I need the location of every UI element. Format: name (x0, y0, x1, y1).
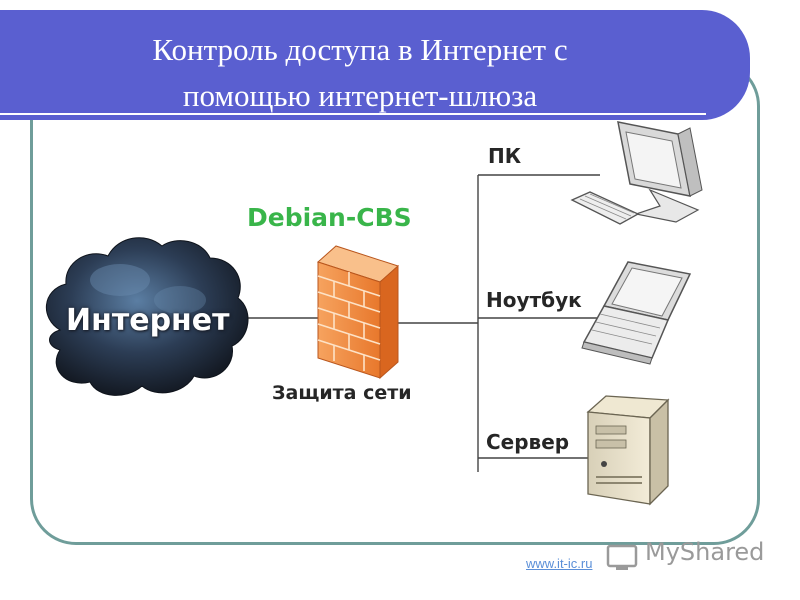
laptop-icon (581, 261, 692, 365)
firewall-caption: Защита сети (272, 382, 412, 404)
myshared-logo-icon (606, 544, 638, 570)
watermark-brand: MyShared (645, 538, 765, 566)
device-label-laptop: Ноутбук (486, 288, 582, 312)
device-label-server: Сервер (486, 430, 570, 454)
pc-icon (570, 121, 703, 225)
title-underline (0, 113, 706, 115)
source-link[interactable]: www.it-ic.ru (526, 556, 593, 571)
cloud-icon (45, 237, 249, 396)
slide-title-line-1: Контроль доступа в Интернет с (152, 32, 568, 67)
gateway-label: Debian-CBS (247, 203, 412, 232)
title-banner: Контроль доступа в Интернет с помощью ин… (0, 10, 750, 120)
firewall-icon (317, 245, 399, 380)
device-label-pc: ПК (488, 144, 522, 168)
internet-cloud-label: Интернет (66, 303, 230, 338)
slide-title-line-2: помощью интернет-шлюза (182, 78, 538, 113)
server-icon (586, 395, 670, 506)
connection-lines (238, 174, 600, 472)
